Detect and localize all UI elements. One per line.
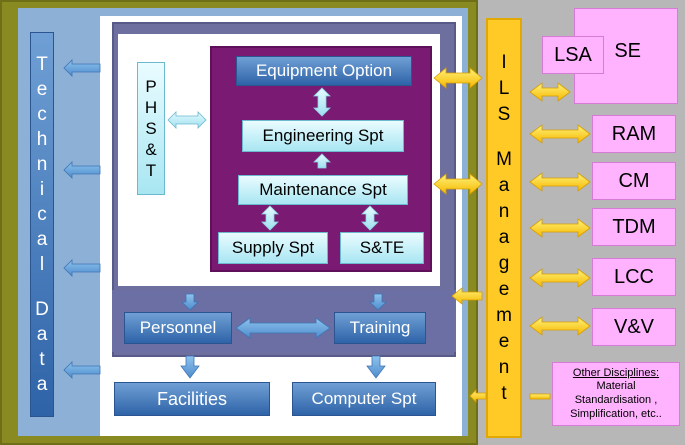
disc-arrow-se (529, 82, 571, 102)
other-disciplines-line1: Material (596, 380, 636, 393)
other-disciplines-title: Other Disciplines: (572, 366, 660, 379)
facilities-box: Facilities (114, 382, 270, 416)
ils-arrow-4 (469, 389, 487, 403)
td-arrow-1 (63, 59, 101, 77)
engineering-spt-box: Engineering Spt (242, 120, 404, 152)
computer-spt-box: Computer Spt (292, 382, 436, 416)
other-disciplines-line2: Standardisation , (574, 394, 658, 406)
maint-supply-arrow (261, 205, 279, 231)
tdm-box: TDM (592, 208, 676, 246)
personnel-box: Personnel (124, 312, 232, 344)
down-arrow-training (369, 293, 387, 311)
maint-ste-arrow (361, 205, 379, 231)
td-arrow-2 (63, 161, 101, 179)
ram-box: RAM (592, 115, 676, 153)
other-disciplines-line3: Simplification, etc.. (570, 407, 662, 420)
lsa-box: LSA (542, 36, 604, 74)
eng-maint-arrow (313, 153, 331, 169)
disc-arrow-other (529, 393, 551, 400)
ste-box: S&TE (340, 232, 424, 264)
eq-eng-arrow (313, 87, 331, 117)
ils-arrow-3 (451, 287, 483, 305)
disc-arrow-lcc (529, 268, 591, 288)
other-disciplines-box: Other Disciplines: Material Standardisat… (552, 362, 680, 426)
personnel-training-arrow (235, 317, 331, 339)
cm-box: CM (592, 162, 676, 200)
ils-arrow-1 (433, 67, 483, 89)
lcc-box: LCC (592, 258, 676, 296)
disc-arrow-vv (529, 316, 591, 336)
maintenance-spt-box: Maintenance Spt (238, 175, 408, 205)
phst-arrow (167, 111, 207, 129)
td-arrow-4 (63, 361, 101, 379)
supply-spt-box: Supply Spt (218, 232, 328, 264)
disc-arrow-cm (529, 172, 591, 192)
td-arrow-3 (63, 259, 101, 277)
disc-arrow-ram (529, 124, 591, 144)
disc-arrow-tdm (529, 218, 591, 238)
vv-box: V&V (592, 308, 676, 346)
down-arrow-facilities (180, 355, 200, 379)
down-arrow-computer (366, 355, 386, 379)
training-box: Training (334, 312, 426, 344)
equipment-option-box: Equipment Option (236, 56, 412, 86)
ils-arrow-2 (433, 173, 483, 195)
down-arrow-personnel (181, 293, 199, 311)
